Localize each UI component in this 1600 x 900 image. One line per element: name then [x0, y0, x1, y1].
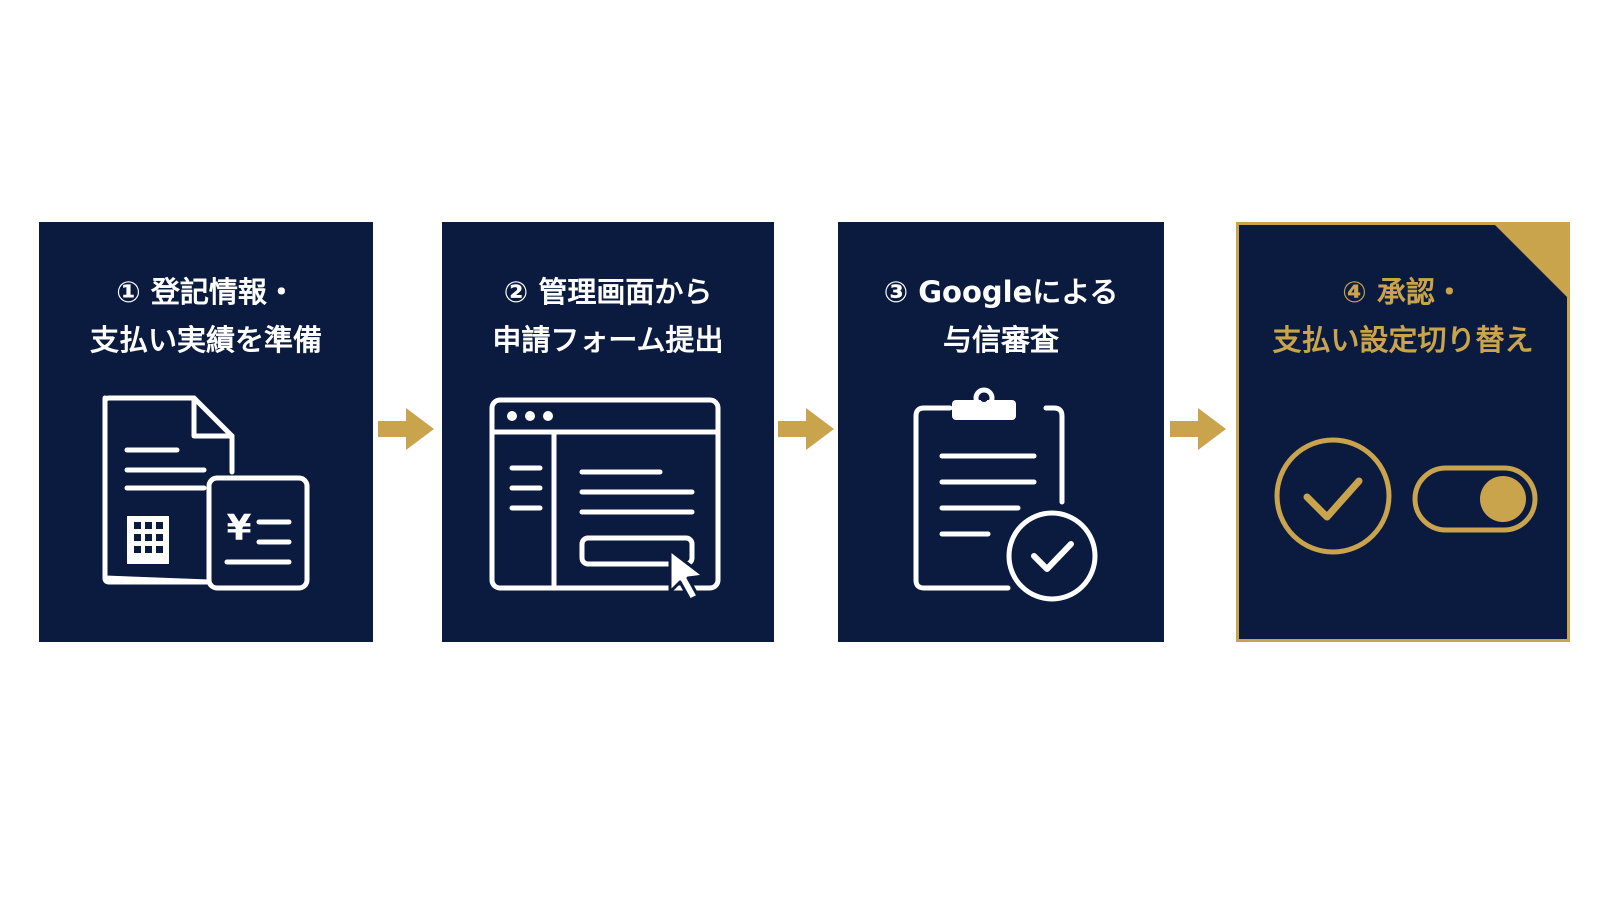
step-card-3: ③ Googleによる 与信審査	[838, 222, 1164, 642]
step-title-4-line-2: 支払い設定切り替え	[1272, 323, 1534, 357]
clipboard-check-icon	[913, 387, 1098, 602]
documents-icon: ¥	[102, 395, 310, 591]
corner-fold	[1492, 225, 1567, 300]
check-circle-icon	[1274, 437, 1392, 555]
step-title-1-line-1: ① 登記情報・	[116, 275, 296, 309]
step-title-2-line-2: 申請フォーム提出	[492, 323, 724, 357]
step-title-4-line-1: ④ 承認・	[1342, 275, 1464, 309]
cursor-icon	[668, 548, 706, 602]
approve-toggle-icon	[1274, 437, 1538, 555]
step-card-4: ④ 承認・ 支払い設定切り替え	[1236, 222, 1570, 642]
step-title-2-line-1: ② 管理画面から	[503, 275, 713, 309]
arrow-right-icon	[778, 408, 834, 450]
step-title-3: ③ Googleによる 与信審査	[838, 268, 1164, 364]
step-card-2: ② 管理画面から 申請フォーム提出	[442, 222, 774, 642]
step-card-1: ① 登記情報・ 支払い実績を準備 ¥	[39, 222, 373, 642]
arrow-right-icon	[1170, 408, 1226, 450]
browser-form-icon	[489, 397, 721, 602]
step-title-2: ② 管理画面から 申請フォーム提出	[442, 268, 774, 364]
toggle-on-icon	[1412, 465, 1538, 533]
step-title-1: ① 登記情報・ 支払い実績を準備	[39, 268, 373, 364]
arrow-right-icon	[378, 408, 434, 450]
step-title-4: ④ 承認・ 支払い設定切り替え	[1239, 268, 1567, 364]
step-title-1-line-2: 支払い実績を準備	[89, 323, 322, 357]
step-title-3-line-2: 与信審査	[942, 323, 1059, 357]
yen-symbol: ¥	[226, 508, 251, 549]
step-title-3-line-1: ③ Googleによる	[883, 275, 1119, 309]
